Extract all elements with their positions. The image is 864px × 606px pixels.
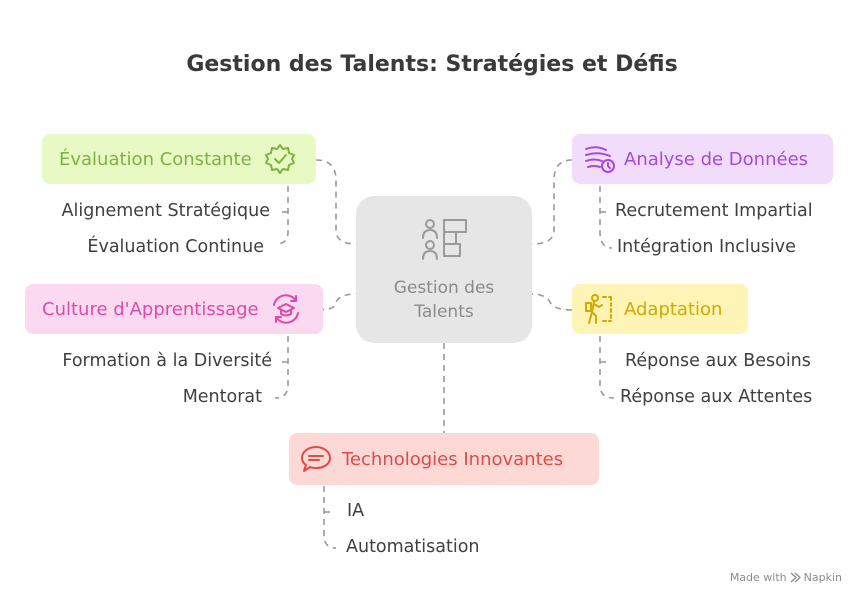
branch-technologies: Technologies Innovantes	[289, 433, 599, 485]
technologies-item-1: IA	[347, 501, 365, 521]
branch-technologies-label: Technologies Innovantes	[342, 448, 564, 470]
branch-culture: Culture d'Apprentissage	[25, 284, 323, 334]
branch-adaptation: Adaptation	[572, 284, 748, 334]
watermark-prefix: Made with	[729, 571, 787, 584]
center-node: Gestion des Talents	[356, 196, 532, 343]
branch-analyse-label: Analyse de Données	[624, 148, 809, 170]
center-label: Gestion des Talents	[356, 276, 532, 324]
culture-item-1: Formation à la Diversité	[62, 351, 272, 371]
branch-evaluation: Évaluation Constante	[42, 134, 316, 184]
watermark-brand: Napkin	[803, 571, 842, 584]
center-label-line2: Talents	[414, 302, 474, 322]
adaptation-item-2: Réponse aux Attentes	[620, 387, 813, 407]
chat-bubble-icon	[301, 446, 331, 472]
gear-check-icon	[264, 144, 295, 174]
hiker-icon	[585, 294, 612, 324]
napkin-logo-icon	[790, 572, 801, 583]
graduation-cap-icon	[272, 294, 299, 324]
branch-adaptation-label: Adaptation	[624, 298, 723, 320]
branch-analyse: Analyse de Données	[572, 134, 833, 184]
branch-evaluation-label: Évaluation Constante	[59, 148, 252, 170]
analyse-item-2: Intégration Inclusive	[617, 237, 796, 257]
center-label-line1: Gestion des	[393, 278, 495, 298]
diagram-title: Gestion des Talents: Stratégies et Défis	[186, 52, 678, 77]
org-chart-icon	[422, 219, 467, 260]
napkin-watermark[interactable]: Made with Napkin	[730, 571, 842, 584]
branch-culture-label: Culture d'Apprentissage	[42, 298, 259, 320]
technologies-item-2: Automatisation	[346, 537, 480, 557]
adaptation-item-1: Réponse aux Besoins	[625, 351, 811, 371]
culture-item-2: Mentorat	[182, 387, 262, 407]
evaluation-item-1: Alignement Stratégique	[61, 201, 270, 221]
evaluation-item-2: Évaluation Continue	[87, 237, 264, 257]
analyse-item-1: Recrutement Impartial	[615, 201, 813, 221]
data-stream-icon	[585, 146, 615, 173]
